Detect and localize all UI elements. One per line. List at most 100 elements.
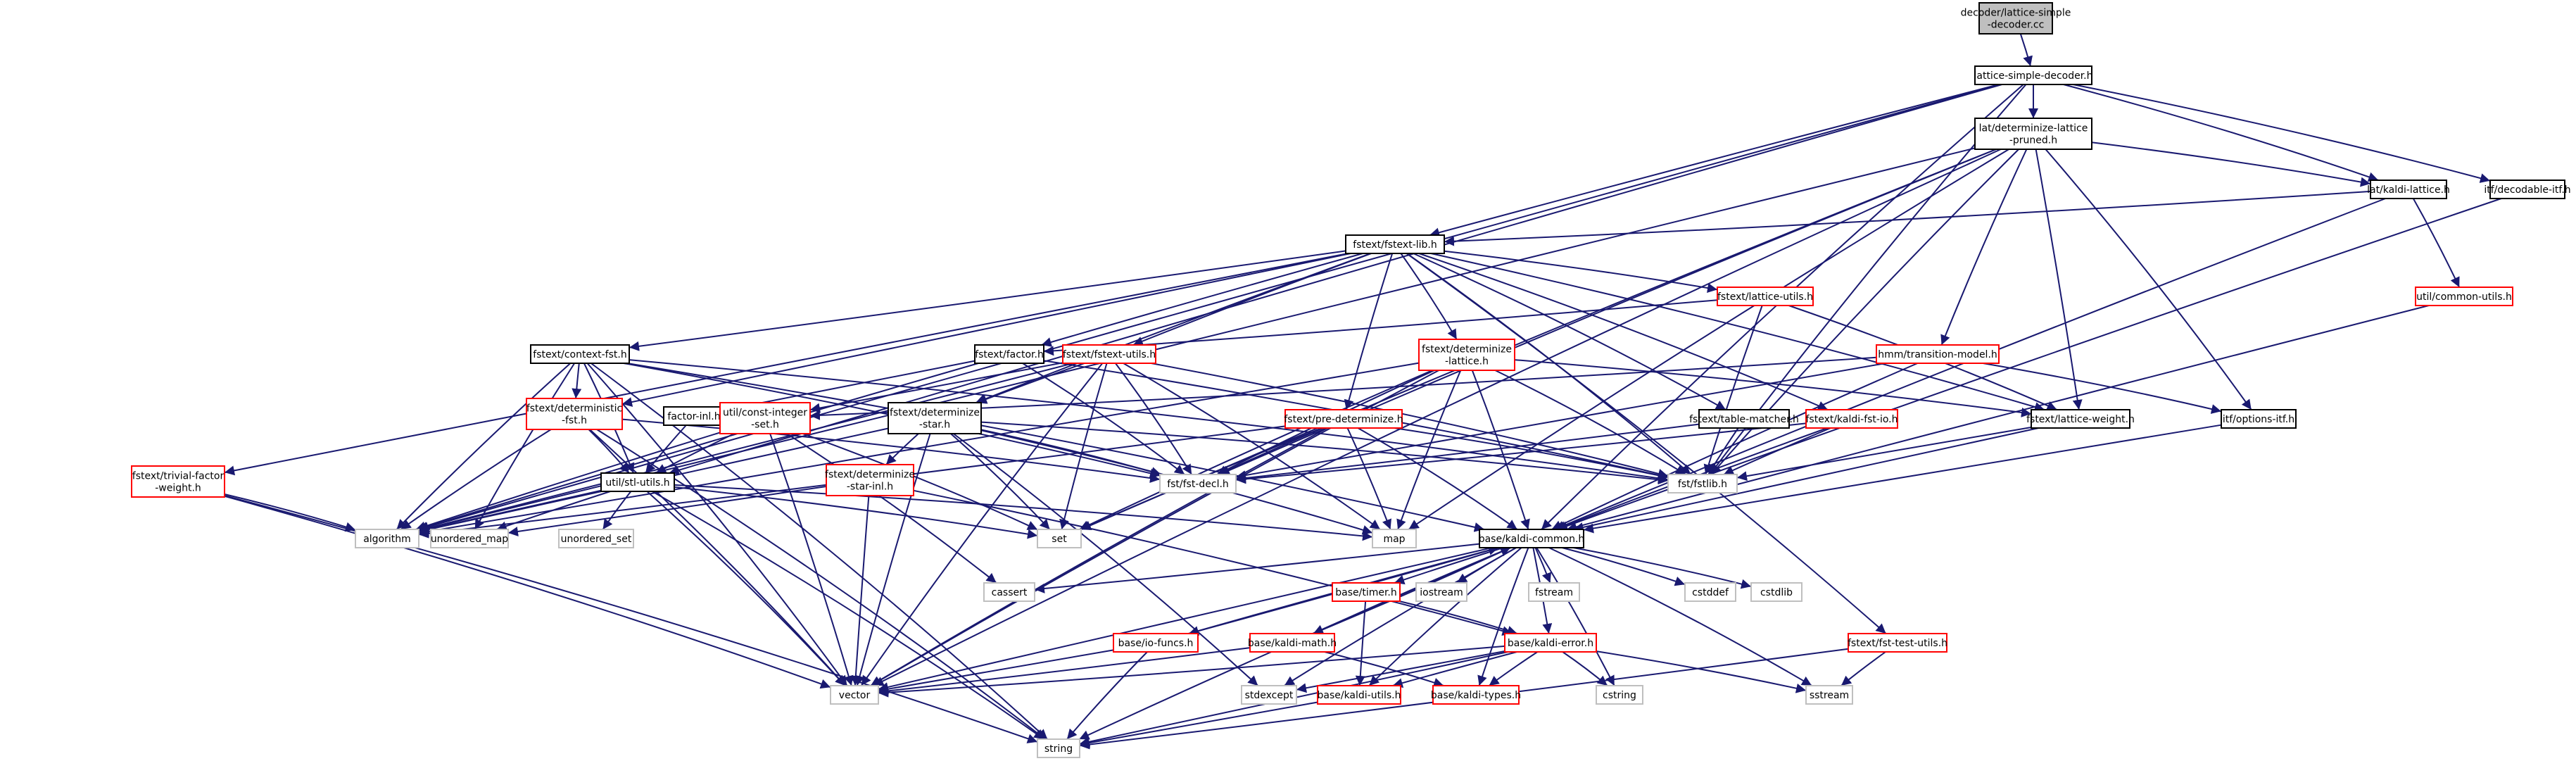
- include-edge-ldlp-to-hmm: [1940, 149, 2028, 346]
- node-label-dl-line-0: fstext/determinize: [1422, 344, 1512, 356]
- node-label-stl-line-0: util/stl-utils.h: [605, 477, 669, 489]
- include-edge-iof-to-vector: [878, 649, 1114, 694]
- node-latu[interactable]: fstext/lattice-utils.h: [1717, 287, 1814, 306]
- node-kldl[interactable]: lat/kaldi-lattice.h: [2367, 180, 2450, 199]
- node-lw[interactable]: fstext/lattice-weight.h: [2026, 409, 2135, 429]
- node-label-latu-line-0: fstext/lattice-utils.h: [1717, 291, 1813, 303]
- include-edge-latu-to-fac: [1043, 299, 1718, 356]
- node-ditf[interactable]: itf/decodable-itf.h: [2484, 180, 2571, 199]
- include-edge-stl-to-vector: [646, 491, 846, 686]
- node-label-ftu-line-0: fstext/fst-test-utils.h: [1848, 638, 1947, 649]
- node-box-vector: [830, 685, 879, 705]
- node-label-algo-line-0: algorithm: [363, 534, 411, 545]
- node-hmm[interactable]: hmm/transition-model.h: [1876, 344, 2000, 364]
- include-edge-flib-to-fac: [1041, 253, 1363, 347]
- node-box-cstring: [1596, 685, 1643, 705]
- include-edge-cis-to-set: [802, 433, 1038, 531]
- node-ctx[interactable]: fstext/context-fst.h: [530, 344, 630, 364]
- include-edge-km-to-vector: [878, 647, 1251, 696]
- node-label-cstdlib-line-0: cstdlib: [1760, 587, 1793, 598]
- include-edge-flib-to-latu: [1444, 250, 1718, 293]
- node-umap: unordered_map: [430, 529, 509, 548]
- include-edge-predet-to-vector: [870, 427, 1328, 686]
- node-kc[interactable]: base/kaldi-common.h: [1479, 529, 1585, 548]
- node-dstar[interactable]: fstext/determinize-star.h: [888, 402, 982, 434]
- node-box-root: [1978, 2, 2053, 34]
- node-algo: algorithm: [355, 529, 419, 548]
- include-edge-dstar-to-stdexcept: [952, 433, 1258, 686]
- include-edge-ldlp-to-opt: [2045, 149, 2252, 410]
- node-box-latu: [1717, 287, 1814, 306]
- node-box-tm: [1698, 409, 1790, 429]
- node-tm[interactable]: fstext/table-matcher.h: [1689, 409, 1799, 429]
- include-edge-timer-to-ku: [1355, 600, 1367, 686]
- node-lsd[interactable]: lattice-simple-decoder.h: [1974, 65, 2093, 85]
- node-label-fstdecl-line-0: fst/fst-decl.h: [1167, 479, 1229, 490]
- node-box-dstar: [888, 402, 982, 434]
- node-box-ctx: [530, 344, 630, 364]
- include-edge-fu-to-set: [1059, 363, 1108, 530]
- include-edge-stl-to-algo: [418, 489, 602, 534]
- node-set: set: [1037, 529, 1082, 548]
- include-edge-stl-to-map: [674, 484, 1373, 541]
- node-predet[interactable]: fstext/pre-determinize.h: [1284, 409, 1403, 429]
- node-box-fstream: [1528, 582, 1580, 602]
- include-edge-fac-to-algo: [417, 363, 979, 532]
- node-box-dfst: [526, 398, 623, 430]
- node-label-set-line-0: set: [1052, 534, 1067, 545]
- include-edge-flib-to-lw: [1430, 253, 2045, 412]
- include-edge-hmm-to-opt: [1983, 363, 2222, 414]
- include-edge-dfst-to-stl: [588, 429, 630, 474]
- node-label-kt-line-0: base/kaldi-types.h: [1431, 690, 1521, 701]
- node-kt[interactable]: base/kaldi-types.h: [1431, 685, 1521, 705]
- node-fu[interactable]: fstext/fstext-utils.h: [1062, 344, 1156, 364]
- include-edge-predet-to-map: [1346, 427, 1391, 530]
- include-edge-dl-to-lw: [1514, 359, 2032, 417]
- node-label-vector-line-0: vector: [839, 690, 871, 701]
- node-finl[interactable]: factor-inl.h: [663, 406, 725, 426]
- include-edge-fu-to-fstdecl: [1115, 363, 1192, 475]
- node-label-ku-line-0: base/kaldi-utils.h: [1317, 690, 1401, 701]
- node-label-dsi-line-1: -star-inl.h: [847, 482, 893, 493]
- node-kfio[interactable]: fstext/kaldi-fst-io.h: [1805, 409, 1898, 429]
- node-fac[interactable]: fstext/factor.h: [974, 344, 1044, 364]
- node-dsi[interactable]: fstext/determinize-star-inl.h: [825, 464, 915, 496]
- node-fstream: fstream: [1528, 582, 1580, 602]
- node-label-iof-line-0: base/io-funcs.h: [1118, 638, 1194, 649]
- node-flib[interactable]: fstext/fstext-lib.h: [1345, 234, 1445, 254]
- node-cis[interactable]: util/const-integer-set.h: [719, 402, 811, 434]
- node-ku[interactable]: base/kaldi-utils.h: [1317, 685, 1401, 705]
- node-box-hmm: [1876, 344, 2000, 364]
- node-label-tfw-line-1: -weight.h: [155, 483, 201, 494]
- node-ftu[interactable]: fstext/fst-test-utils.h: [1848, 633, 1947, 653]
- include-edge-root-to-lsd: [2019, 33, 2033, 67]
- include-edge-ke-to-vector: [878, 645, 1505, 698]
- include-edge-ctx-to-string: [591, 363, 1048, 740]
- node-label-lw-line-0: fstext/lattice-weight.h: [2026, 414, 2135, 425]
- node-root[interactable]: decoder/lattice-simple-decoder.cc: [1961, 2, 2071, 34]
- include-edge-fu-to-dstar: [976, 363, 1085, 404]
- node-label-cassert-line-0: cassert: [992, 587, 1028, 598]
- include-edge-dstar-to-dsi: [885, 433, 919, 465]
- node-label-fstream-line-0: fstream: [1535, 587, 1573, 598]
- node-opt[interactable]: itf/options-itf.h: [2221, 409, 2297, 429]
- include-edge-ctx-to-dfst: [572, 363, 582, 399]
- node-fstdecl: fst/fst-decl.h: [1159, 474, 1237, 493]
- node-stl[interactable]: util/stl-utils.h: [600, 472, 675, 492]
- include-edge-dl-to-set: [1079, 370, 1433, 530]
- node-km[interactable]: base/kaldi-math.h: [1248, 633, 1337, 653]
- node-iof[interactable]: base/io-funcs.h: [1113, 633, 1199, 653]
- node-timer[interactable]: base/timer.h: [1332, 582, 1401, 602]
- node-cutils[interactable]: util/common-utils.h: [2415, 287, 2513, 306]
- node-label-flib-line-0: fstext/fstext-lib.h: [1353, 239, 1437, 251]
- node-label-predet-line-0: fstext/pre-determinize.h: [1284, 414, 1403, 425]
- node-ke[interactable]: base/kaldi-error.h: [1504, 633, 1597, 653]
- node-ldlp[interactable]: lat/determinize-lattice-pruned.h: [1974, 118, 2092, 150]
- node-dl[interactable]: fstext/determinize-lattice.h: [1418, 339, 1515, 371]
- include-edge-cis-to-vector: [769, 433, 854, 686]
- node-box-kt: [1432, 685, 1520, 705]
- node-label-root-line-0: decoder/lattice-simple: [1961, 8, 2071, 19]
- node-dfst[interactable]: fstext/deterministic-fst.h: [526, 398, 623, 430]
- include-edge-hmm-to-kc: [1551, 363, 1918, 530]
- node-tfw[interactable]: fstext/trivial-factor-weight.h: [131, 465, 225, 498]
